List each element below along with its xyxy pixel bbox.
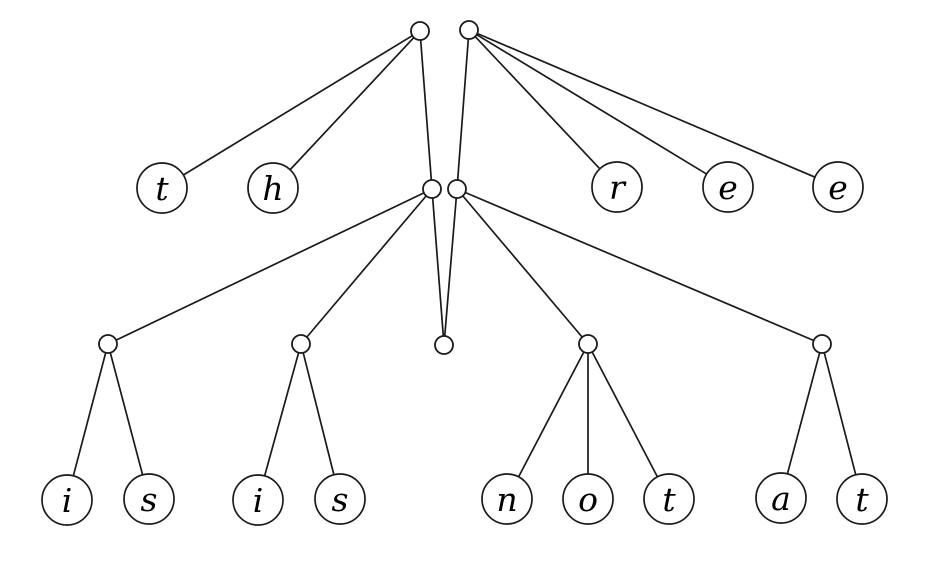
tree-edge-mid-right-branch-4 — [464, 191, 815, 342]
tree-edge-mid-right-branch-3 — [461, 195, 584, 338]
letter-node-label-leaf-t-1: t — [155, 169, 169, 208]
tree-edge-branch-3-leaf-t-2 — [591, 351, 659, 478]
junction-node-circle-mid-left — [422, 179, 442, 199]
letter-node-circle-leaf-r-1 — [591, 161, 643, 213]
junction-node-circle-root-left — [410, 21, 430, 41]
tree-edge-branch-1-leaf-s-1 — [109, 351, 144, 476]
letter-node-circle-leaf-s-2 — [314, 473, 366, 525]
letter-node-label-leaf-s-1: s — [141, 480, 158, 519]
tree-edge-root-left-leaf-h-1 — [289, 36, 415, 171]
letter-node-label-leaf-e-2: e — [828, 168, 848, 207]
tree-edge-root-right-leaf-e-2 — [476, 32, 816, 179]
tree-edge-root-left-mid-left — [419, 39, 433, 181]
tree-edge-mid-left-center-leaf — [431, 197, 445, 337]
tree-edge-branch-4-leaf-a-1 — [786, 351, 821, 475]
letter-node-label-leaf-s-2: s — [332, 480, 349, 519]
letter-node-circle-leaf-i-2 — [232, 474, 284, 526]
letter-node-label-leaf-r-1: r — [609, 168, 627, 207]
letter-node-circle-leaf-e-1 — [702, 161, 754, 213]
tree-edge-mid-right-center-leaf — [443, 197, 458, 337]
letter-node-circle-leaf-s-1 — [123, 473, 175, 525]
junction-node-circle-branch-2 — [291, 334, 311, 354]
letter-node-circle-leaf-e-2 — [812, 161, 864, 213]
tree-edge-root-right-leaf-r-1 — [474, 35, 601, 170]
tree-edge-root-right-leaf-e-1 — [475, 33, 708, 175]
letter-node-label-leaf-a-1: a — [771, 479, 791, 518]
letter-node-circle-leaf-t-3 — [836, 473, 888, 525]
junction-node-circle-branch-3 — [578, 334, 598, 354]
letter-node-circle-leaf-n-1 — [481, 473, 533, 525]
junction-node-circle-branch-1 — [98, 334, 118, 354]
junction-node-circle-branch-4 — [812, 334, 832, 354]
tree-edge-branch-4-leaf-t-3 — [823, 351, 857, 476]
letter-node-label-leaf-e-1: e — [718, 168, 738, 207]
letter-node-label-leaf-i-2: i — [253, 481, 264, 520]
letter-node-circle-leaf-a-1 — [755, 472, 807, 524]
tree-edge-branch-1-leaf-i-1 — [72, 351, 107, 477]
tree-edge-root-left-leaf-t-1 — [182, 34, 414, 176]
letter-node-circle-leaf-h-1 — [247, 162, 299, 214]
letter-node-label-leaf-t-2: t — [662, 480, 676, 519]
junction-node-circle-root-right — [459, 20, 479, 40]
letter-node-label-leaf-t-3: t — [855, 480, 869, 519]
letter-node-circle-leaf-t-1 — [136, 162, 188, 214]
tree-edge-mid-left-branch-2 — [305, 195, 428, 338]
tree-edge-root-right-mid-right — [456, 38, 470, 181]
letter-node-label-leaf-n-1: n — [496, 480, 517, 519]
tree-edge-mid-left-branch-1 — [115, 192, 425, 341]
junction-node-circle-center-leaf — [434, 335, 454, 355]
letter-node-circle-leaf-t-2 — [643, 473, 695, 525]
letter-node-label-leaf-o-1: o — [578, 480, 598, 519]
tree-edge-branch-3-leaf-n-1 — [517, 351, 585, 478]
junction-node-circle-mid-right — [447, 179, 467, 199]
tree-edge-branch-2-leaf-i-2 — [263, 351, 300, 477]
tree-edge-branch-2-leaf-s-2 — [302, 351, 335, 476]
letter-node-circle-leaf-i-1 — [41, 474, 93, 526]
letter-node-circle-leaf-o-1 — [562, 473, 614, 525]
letter-node-label-leaf-h-1: h — [262, 169, 283, 208]
letter-node-label-leaf-i-1: i — [62, 481, 73, 520]
